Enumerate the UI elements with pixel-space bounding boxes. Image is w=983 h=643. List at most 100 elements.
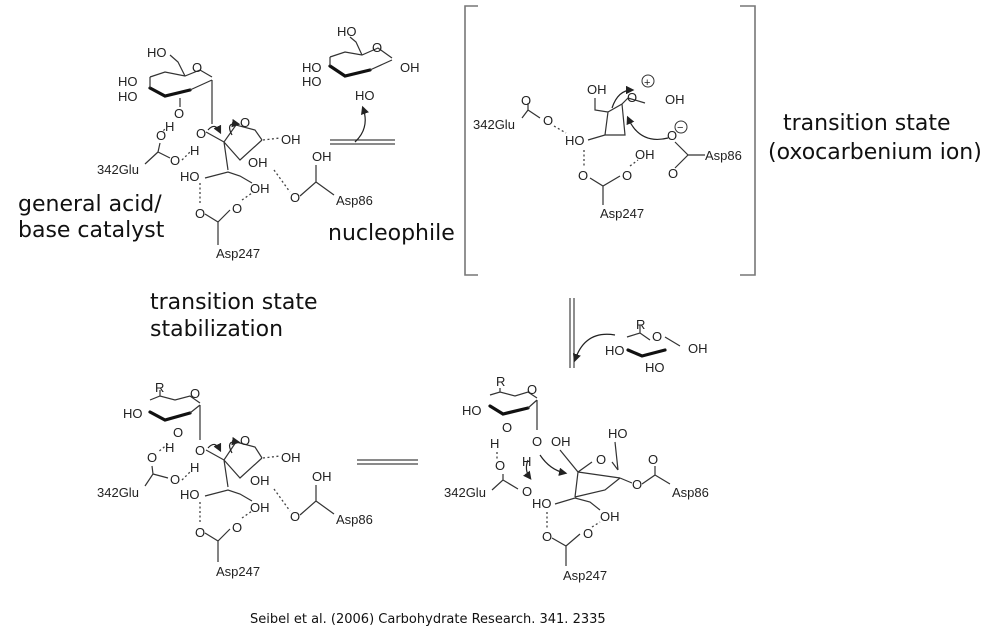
label-asp86: Asp86	[705, 148, 742, 163]
atom-h: H	[165, 119, 174, 134]
atom-oh: OH	[688, 341, 708, 356]
citation: Seibel et al. (2006) Carbohydrate Resear…	[250, 612, 606, 627]
structure-fructosyl-enzyme-intermediate: R O HO O H O H OH HO O O O Asp86 342Glu …	[444, 374, 709, 583]
label-base-catalyst: base catalyst	[18, 218, 165, 243]
label-342glu: 342Glu	[97, 485, 139, 500]
atom-ho: HO	[302, 74, 322, 89]
atom-o: O	[290, 190, 300, 205]
atom-oh: OH	[587, 82, 607, 97]
atom-o: O	[240, 433, 250, 448]
label-asp247: Asp247	[563, 568, 607, 583]
equilibrium-arrow-3	[357, 459, 418, 465]
structure-released-glucose: HO HO HO O OH HO	[302, 24, 420, 103]
atom-ho: HO	[180, 487, 200, 502]
structure-oxocarbenium-ts: 342Glu O O HO OH O + OH OH O − O Asp86 O…	[473, 74, 742, 221]
atom-ho: HO	[608, 426, 628, 441]
charge-minus: −	[677, 122, 683, 134]
atom-o: O	[232, 520, 242, 535]
atom-h: H	[190, 460, 199, 475]
atom-o: O	[521, 93, 531, 108]
label-oxocarbenium-ion: (oxocarbenium ion)	[768, 140, 982, 165]
label-ts-stabilization-2: stabilization	[150, 317, 284, 342]
atom-o: O	[578, 168, 588, 183]
atom-o: O	[527, 382, 537, 397]
atom-ho: HO	[123, 406, 143, 421]
atom-h: H	[165, 440, 174, 455]
atom-o: O	[502, 420, 512, 435]
atom-oh: OH	[281, 132, 301, 147]
label-342glu: 342Glu	[444, 485, 486, 500]
atom-o: O	[627, 90, 637, 105]
label-general-acid: general acid/	[18, 192, 162, 217]
charge-plus: +	[644, 77, 650, 89]
label-342glu: 342Glu	[473, 117, 515, 132]
atom-ho: HO	[147, 45, 167, 60]
atom-o: O	[173, 425, 183, 440]
atom-o: O	[652, 329, 662, 344]
atom-o: O	[195, 206, 205, 221]
atom-oh: OH	[600, 509, 620, 524]
label-transition-state: transition state	[783, 111, 951, 136]
atom-o: O	[583, 526, 593, 541]
atom-oh: OH	[281, 450, 301, 465]
atom-oh: OH	[665, 92, 685, 107]
atom-ho: HO	[532, 496, 552, 511]
atom-oh: OH	[400, 60, 420, 75]
atom-oh: OH	[250, 500, 270, 515]
atom-o: O	[648, 452, 658, 467]
atom-o: O	[156, 128, 166, 143]
atom-r: R	[155, 380, 164, 395]
atom-o: O	[290, 509, 300, 524]
atom-h: H	[522, 454, 531, 469]
atom-o: O	[532, 434, 542, 449]
atom-ho: HO	[180, 169, 200, 184]
atom-h: H	[490, 436, 499, 451]
label-ts-stabilization-1: transition state	[150, 290, 318, 315]
atom-o: O	[195, 443, 205, 458]
atom-o: O	[596, 452, 606, 467]
atom-ho: HO	[605, 343, 625, 358]
label-asp247: Asp247	[216, 564, 260, 579]
atom-o: O	[232, 201, 242, 216]
atom-o: O	[522, 484, 532, 499]
atom-r: R	[636, 317, 645, 332]
label-asp247: Asp247	[216, 246, 260, 261]
label-asp247: Asp247	[600, 206, 644, 221]
label-nucleophile: nucleophile	[328, 221, 455, 246]
atom-oh: OH	[250, 473, 270, 488]
atom-ho: HO	[645, 360, 665, 375]
structure-enzyme-sucrose-complex: HO HO HO O O H O H O OH OH HO OH O 342Gl…	[97, 45, 373, 261]
atom-o: O	[543, 113, 553, 128]
atom-o: O	[195, 525, 205, 540]
label-342glu: 342Glu	[97, 162, 139, 177]
atom-h: H	[190, 143, 199, 158]
label-asp86: Asp86	[336, 512, 373, 527]
atom-r: R	[496, 374, 505, 389]
atom-o: O	[147, 450, 157, 465]
structure-enzyme-acceptor-complex: R O HO O H O H O OH OH HO OH O 342Glu O	[97, 380, 373, 579]
equilibrium-arrow-2	[569, 298, 616, 368]
atom-ho: HO	[462, 403, 482, 418]
atom-oh: OH	[312, 469, 332, 484]
atom-o: O	[668, 166, 678, 181]
atom-o: O	[174, 106, 184, 121]
atom-ho: HO	[337, 24, 357, 39]
atom-ho: HO	[118, 89, 138, 104]
atom-ho: HO	[565, 133, 585, 148]
bracket-transition-state	[464, 5, 756, 276]
atom-o: O	[170, 153, 180, 168]
structure-acceptor-sugar: R HO O OH HO	[605, 317, 708, 375]
label-asp86: Asp86	[672, 485, 709, 500]
atom-o: O	[542, 529, 552, 544]
atom-o: O	[632, 477, 642, 492]
atom-o: O	[196, 126, 206, 141]
label-asp86: Asp86	[336, 193, 373, 208]
atom-o: O	[240, 115, 250, 130]
atom-ho: HO	[355, 88, 375, 103]
atom-o: O	[190, 386, 200, 401]
atom-o: O	[170, 472, 180, 487]
atom-o: O	[372, 40, 382, 55]
atom-o: O	[495, 458, 505, 473]
atom-ho: HO	[118, 74, 138, 89]
